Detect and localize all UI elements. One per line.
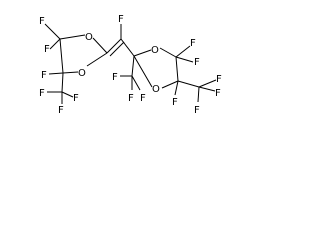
bond xyxy=(61,91,74,98)
bond xyxy=(59,38,64,74)
atom-labels: F F O O F F F F F O O F F F F F F F F F xyxy=(39,14,222,116)
atom-f: F xyxy=(118,14,124,25)
bond xyxy=(161,80,179,89)
bond xyxy=(86,52,108,67)
bond xyxy=(120,38,135,57)
atom-o: O xyxy=(152,84,160,95)
atom-f: F xyxy=(58,105,64,116)
bond xyxy=(131,75,141,91)
bond xyxy=(48,72,64,75)
bond xyxy=(61,72,64,93)
bond xyxy=(131,55,135,77)
atom-f: F xyxy=(140,93,146,104)
atom-o: O xyxy=(78,68,86,79)
bond xyxy=(174,80,179,96)
atom-f: F xyxy=(39,16,45,27)
atom-f: F xyxy=(215,88,221,99)
double-bond xyxy=(106,38,122,54)
bond xyxy=(133,49,152,57)
bond xyxy=(62,71,79,74)
bond xyxy=(198,86,216,92)
bond xyxy=(175,45,191,58)
left-dioxolane-ring xyxy=(44,23,108,104)
right-dioxolane-ring xyxy=(120,45,217,103)
atom-f: F xyxy=(44,44,50,55)
bond xyxy=(92,37,108,54)
atom-f: F xyxy=(128,93,134,104)
atom-f: F xyxy=(216,74,222,85)
bond xyxy=(59,34,86,40)
atom-f: F xyxy=(41,70,47,81)
bond xyxy=(49,38,61,50)
atom-f: F xyxy=(190,38,196,49)
chemical-structure-diagram: F F O O F F F F F O O F F F F F F F F F xyxy=(39,14,222,116)
bond xyxy=(133,55,153,88)
atom-o: O xyxy=(151,45,159,56)
atom-f: F xyxy=(73,93,79,104)
atom-f: F xyxy=(172,97,178,108)
bond xyxy=(198,79,217,88)
atom-f: F xyxy=(112,72,118,83)
bond xyxy=(44,23,61,40)
bond xyxy=(197,86,200,103)
bond xyxy=(175,56,194,63)
double-bond xyxy=(109,41,125,57)
atom-f: F xyxy=(194,57,200,68)
bond xyxy=(177,80,200,88)
bond xyxy=(175,56,179,82)
atom-f: F xyxy=(194,105,200,116)
atom-f: F xyxy=(39,88,45,99)
bond xyxy=(159,47,177,58)
vinyl-linker xyxy=(106,24,135,57)
atom-o: O xyxy=(85,32,93,43)
